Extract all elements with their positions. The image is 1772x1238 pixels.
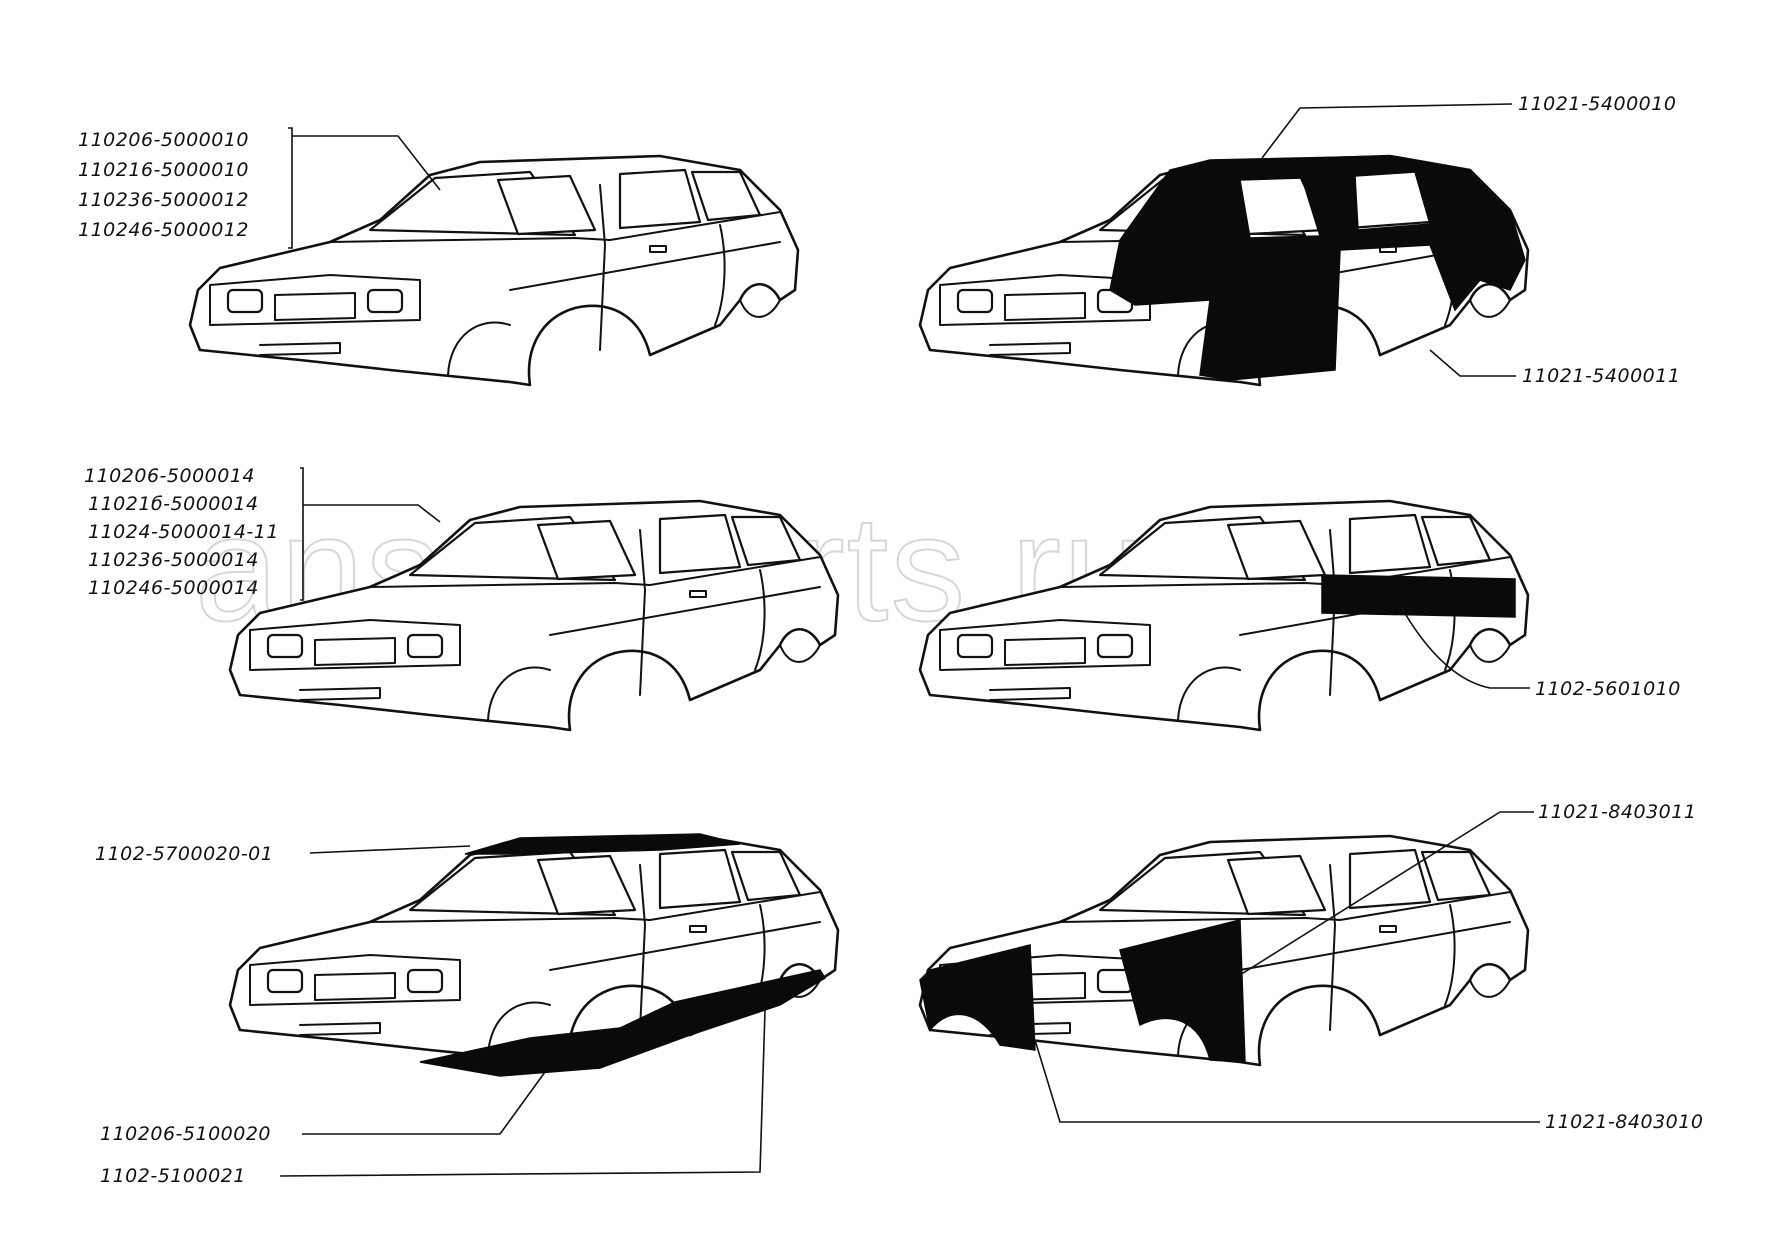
labels-body-in-white: 110206-5000014 11021б-5000014 11024-5000… xyxy=(84,465,441,601)
leader-line xyxy=(303,504,441,523)
view-roof-and-floor xyxy=(228,833,840,1077)
part-number: 11021б-5000014 xyxy=(88,493,259,515)
view-rear-quarter xyxy=(918,499,1530,732)
part-number: 110206-5100020 xyxy=(100,1123,271,1145)
leader-line xyxy=(1239,811,1534,976)
front-wing-right-highlight xyxy=(1119,919,1246,1063)
part-number: 1102-5700020-01 xyxy=(95,843,273,865)
part-number: 110206-5000010 xyxy=(78,129,249,151)
part-number: 110236-5000014 xyxy=(88,549,259,571)
part-number: 110216-5000010 xyxy=(78,159,249,181)
leader-line xyxy=(1034,1039,1540,1123)
leader-line xyxy=(309,845,471,854)
rear-quarter-highlight xyxy=(1321,574,1516,618)
part-number: 11021-5400010 xyxy=(1518,93,1676,115)
leader-line xyxy=(279,1009,766,1177)
leader-line xyxy=(300,467,304,601)
part-number: 110246-5000012 xyxy=(78,219,249,241)
view-front-wings xyxy=(918,834,1530,1067)
leader-line xyxy=(292,135,441,191)
part-number: 11021-8403010 xyxy=(1545,1111,1703,1133)
part-number: 110236-5000012 xyxy=(78,189,249,211)
labels-side-frame: 11021-5400010 11021-5400011 xyxy=(1261,93,1680,387)
side-frame-highlight xyxy=(1109,155,1526,381)
part-number: 1102-5100021 xyxy=(100,1165,246,1187)
leader-line xyxy=(302,1071,546,1135)
labels-complete-body: 110206-5000010 110216-5000010 110236-500… xyxy=(78,127,441,249)
roof-panel-highlight xyxy=(464,833,741,855)
leader-line xyxy=(1399,604,1530,689)
leader-line xyxy=(1429,349,1516,377)
front-wing-left-highlight xyxy=(919,944,1036,1051)
labels-roof-and-floor: 1102-5700020-01 110206-5100020 1102-5100… xyxy=(95,843,766,1187)
floor-panel-highlight xyxy=(419,969,827,1077)
view-side-frame xyxy=(918,154,1530,387)
labels-front-wings: 11021-8403011 11021-8403010 xyxy=(1034,801,1703,1133)
view-complete-body xyxy=(188,154,800,387)
part-number: 110206-5000014 xyxy=(84,465,255,487)
part-number: 110246-5000014 xyxy=(88,577,259,599)
part-number: 1102-5601010 xyxy=(1535,678,1681,700)
leader-line xyxy=(1261,103,1513,159)
part-number: 11024-5000014-11 xyxy=(88,521,279,543)
leader-line xyxy=(288,127,293,249)
part-number: 11021-8403011 xyxy=(1538,801,1696,823)
labels-rear-quarter: 1102-5601010 xyxy=(1399,604,1681,700)
part-number: 11021-5400011 xyxy=(1522,365,1680,387)
